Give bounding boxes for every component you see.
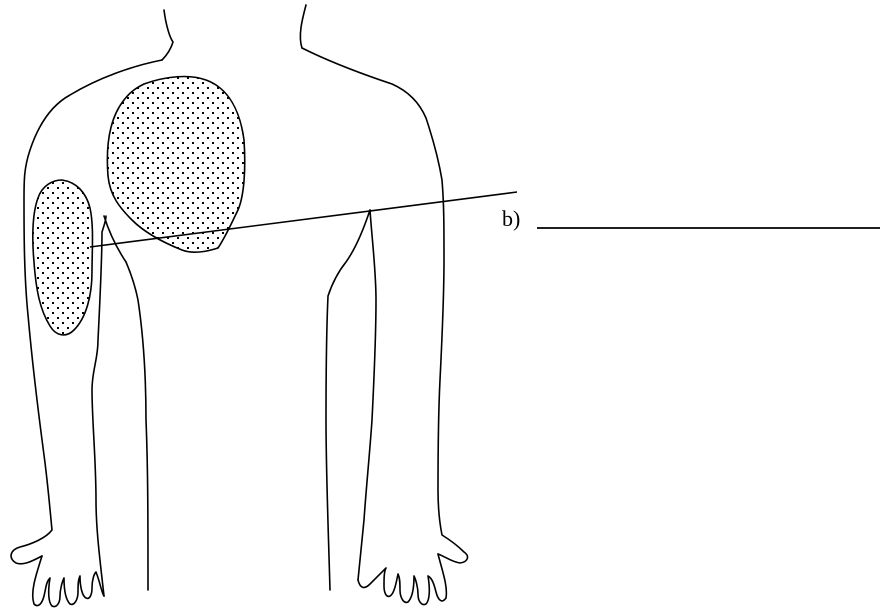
- deltoid-muscle-region: [33, 180, 93, 335]
- left-hand-fingers-outline: [33, 556, 104, 607]
- right-arm-inner-outline: [358, 210, 376, 580]
- pectoral-muscle-region: [107, 77, 244, 253]
- left-arm-inner-outline: [92, 216, 106, 596]
- neck-right-outline: [300, 5, 306, 48]
- right-hand-fingers-outline: [358, 554, 446, 605]
- neck-left-outline: [162, 10, 173, 60]
- left-torso-side-outline: [104, 216, 148, 590]
- label-b: b): [502, 206, 520, 231]
